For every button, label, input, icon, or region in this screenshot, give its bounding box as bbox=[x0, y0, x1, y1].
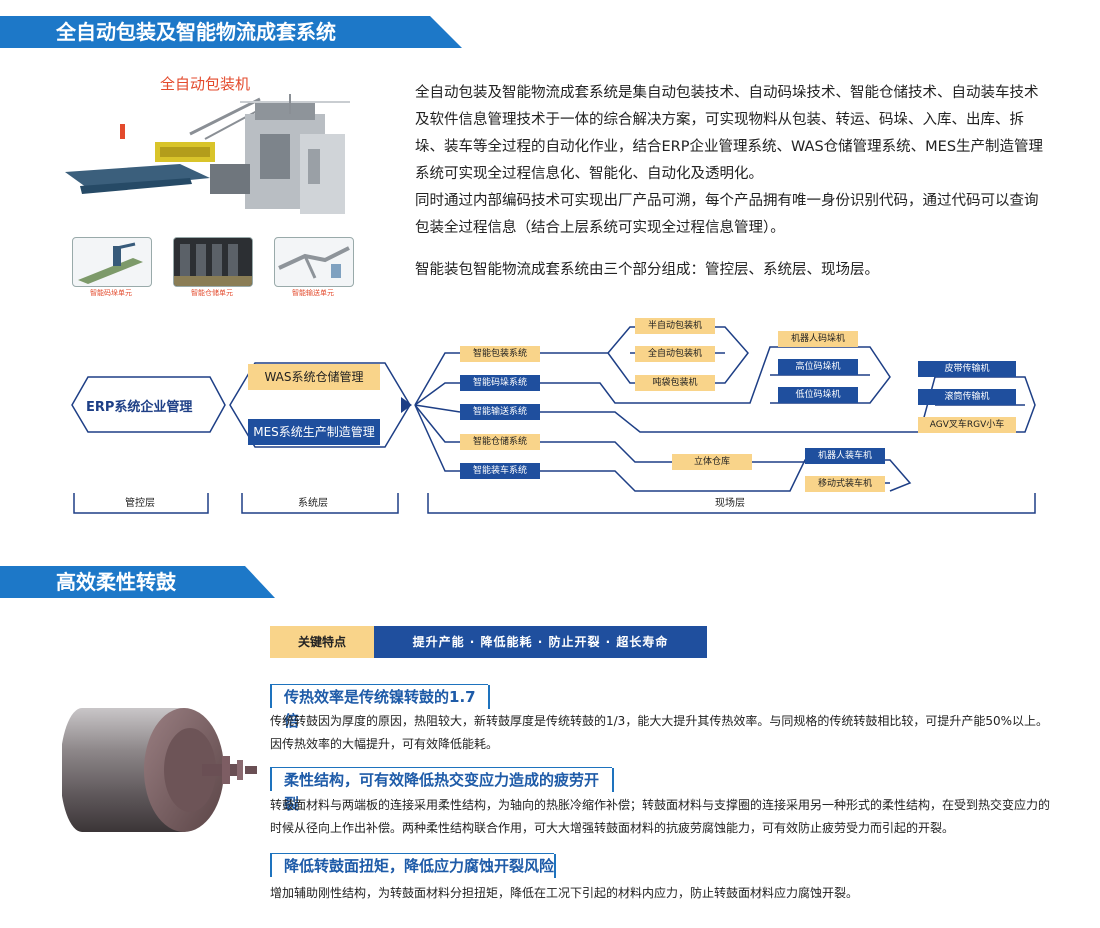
palletizing-unit-image bbox=[72, 237, 152, 287]
feature-heading-text: 传热效率是传统镍转鼓的1.7倍 bbox=[284, 688, 476, 730]
conveying-unit-caption: 智能输送单元 bbox=[292, 289, 334, 297]
field-box-roller-conveyor: 滚筒传输机 bbox=[918, 389, 1016, 405]
section-title-drum: 高效柔性转鼓 bbox=[0, 566, 275, 598]
field-box-semi-auto-packer: 半自动包装机 bbox=[635, 318, 715, 334]
layer-label-system: 系统层 bbox=[298, 498, 328, 509]
field-box-ar-warehouse: 立体仓库 bbox=[672, 454, 752, 470]
key-features-label: 关键特点 bbox=[270, 626, 374, 658]
field-box-high-palletizer: 高位码垛机 bbox=[778, 359, 858, 375]
field-box-full-auto-packer: 全自动包装机 bbox=[635, 346, 715, 362]
drum-image bbox=[62, 708, 257, 832]
feature-heading-text: 降低转鼓面扭矩，降低应力腐蚀开裂风险 bbox=[284, 857, 555, 875]
field-box-agv-rgv: AGV叉车RGV小车 bbox=[918, 417, 1016, 433]
conveying-unit-image bbox=[274, 237, 354, 287]
key-features-bar: 关键特点 提升产能 · 降低能耗 · 防止开裂 · 超长寿命 bbox=[270, 626, 707, 658]
intro-paragraph: 全自动包装及智能物流成套系统是集自动包装技术、自动码垛技术、智能仓储技术、自动装… bbox=[415, 85, 1044, 182]
field-box-belt-conveyor: 皮带传输机 bbox=[918, 361, 1016, 377]
erp-label: ERP系统企业管理 bbox=[86, 400, 193, 415]
feature-text-torque: 增加辅助刚性结构，为转鼓面材料分担扭矩，降低在工况下引起的材料内应力，防止转鼓面… bbox=[270, 886, 859, 900]
field-box-robot-palletizer: 机器人码垛机 bbox=[778, 331, 858, 347]
feature-heading-flexible-structure: 柔性结构，可有效降低热交变应力造成的疲劳开裂 bbox=[270, 767, 614, 813]
packaging-machine-image bbox=[60, 94, 360, 224]
storage-unit-caption: 智能仓储单元 bbox=[191, 289, 233, 297]
machine-label: 全自动包装机 bbox=[160, 75, 251, 93]
section-title-text: 高效柔性转鼓 bbox=[56, 570, 176, 594]
layer-label-control: 管控层 bbox=[125, 498, 155, 509]
feature-heading-text: 柔性结构，可有效降低热交变应力造成的疲劳开裂 bbox=[284, 771, 600, 813]
feature-heading-heat-transfer: 传热效率是传统镍转鼓的1.7倍 bbox=[270, 684, 490, 730]
system-architecture-diagram bbox=[71, 326, 1036, 514]
palletizing-unit-caption: 智能码垛单元 bbox=[90, 289, 132, 297]
system-box-packaging: 智能包装系统 bbox=[460, 346, 540, 362]
components-paragraph: 智能装包智能物流成套系统由三个部分组成：管控层、系统层、现场层。 bbox=[415, 262, 879, 278]
system-box-storage: 智能仓储系统 bbox=[460, 434, 540, 450]
traceability-paragraph: 同时通过内部编码技术可实现出厂产品可溯，每个产品拥有唯一身份识别代码，通过代码可… bbox=[415, 193, 1039, 236]
field-box-low-palletizer: 低位码垛机 bbox=[778, 387, 858, 403]
system-box-palletizing: 智能码垛系统 bbox=[460, 375, 540, 391]
field-box-robot-loader: 机器人装车机 bbox=[805, 448, 885, 464]
field-box-ton-bag-packer: 吨袋包装机 bbox=[635, 375, 715, 391]
feature-text-flexible-structure: 转鼓面材料与两端板的连接采用柔性结构，为轴向的热胀冷缩作补偿；转鼓面材料与支撑圈… bbox=[270, 798, 1051, 835]
field-box-mobile-loader: 移动式装车机 bbox=[805, 476, 885, 492]
section-title-packaging-system: 全自动包装及智能物流成套系统 bbox=[0, 16, 462, 48]
section-title-text: 全自动包装及智能物流成套系统 bbox=[56, 20, 336, 44]
mes-box: MES系统生产制造管理 bbox=[248, 419, 380, 445]
system-box-conveying: 智能输送系统 bbox=[460, 404, 540, 420]
feature-heading-torque: 降低转鼓面扭矩，降低应力腐蚀开裂风险 bbox=[270, 853, 556, 878]
was-box: WAS系统仓储管理 bbox=[248, 364, 380, 390]
storage-unit-image bbox=[173, 237, 253, 287]
system-box-loading: 智能装车系统 bbox=[460, 463, 540, 479]
erp-frame bbox=[71, 376, 226, 433]
feature-text-heat-transfer: 传统转鼓因为厚度的原因，热阻较大，新转鼓厚度是传统转鼓的1/3，能大大提升其传热… bbox=[270, 714, 1048, 751]
key-features-value: 提升产能 · 降低能耗 · 防止开裂 · 超长寿命 bbox=[374, 626, 707, 658]
layer-label-field: 现场层 bbox=[715, 498, 745, 509]
